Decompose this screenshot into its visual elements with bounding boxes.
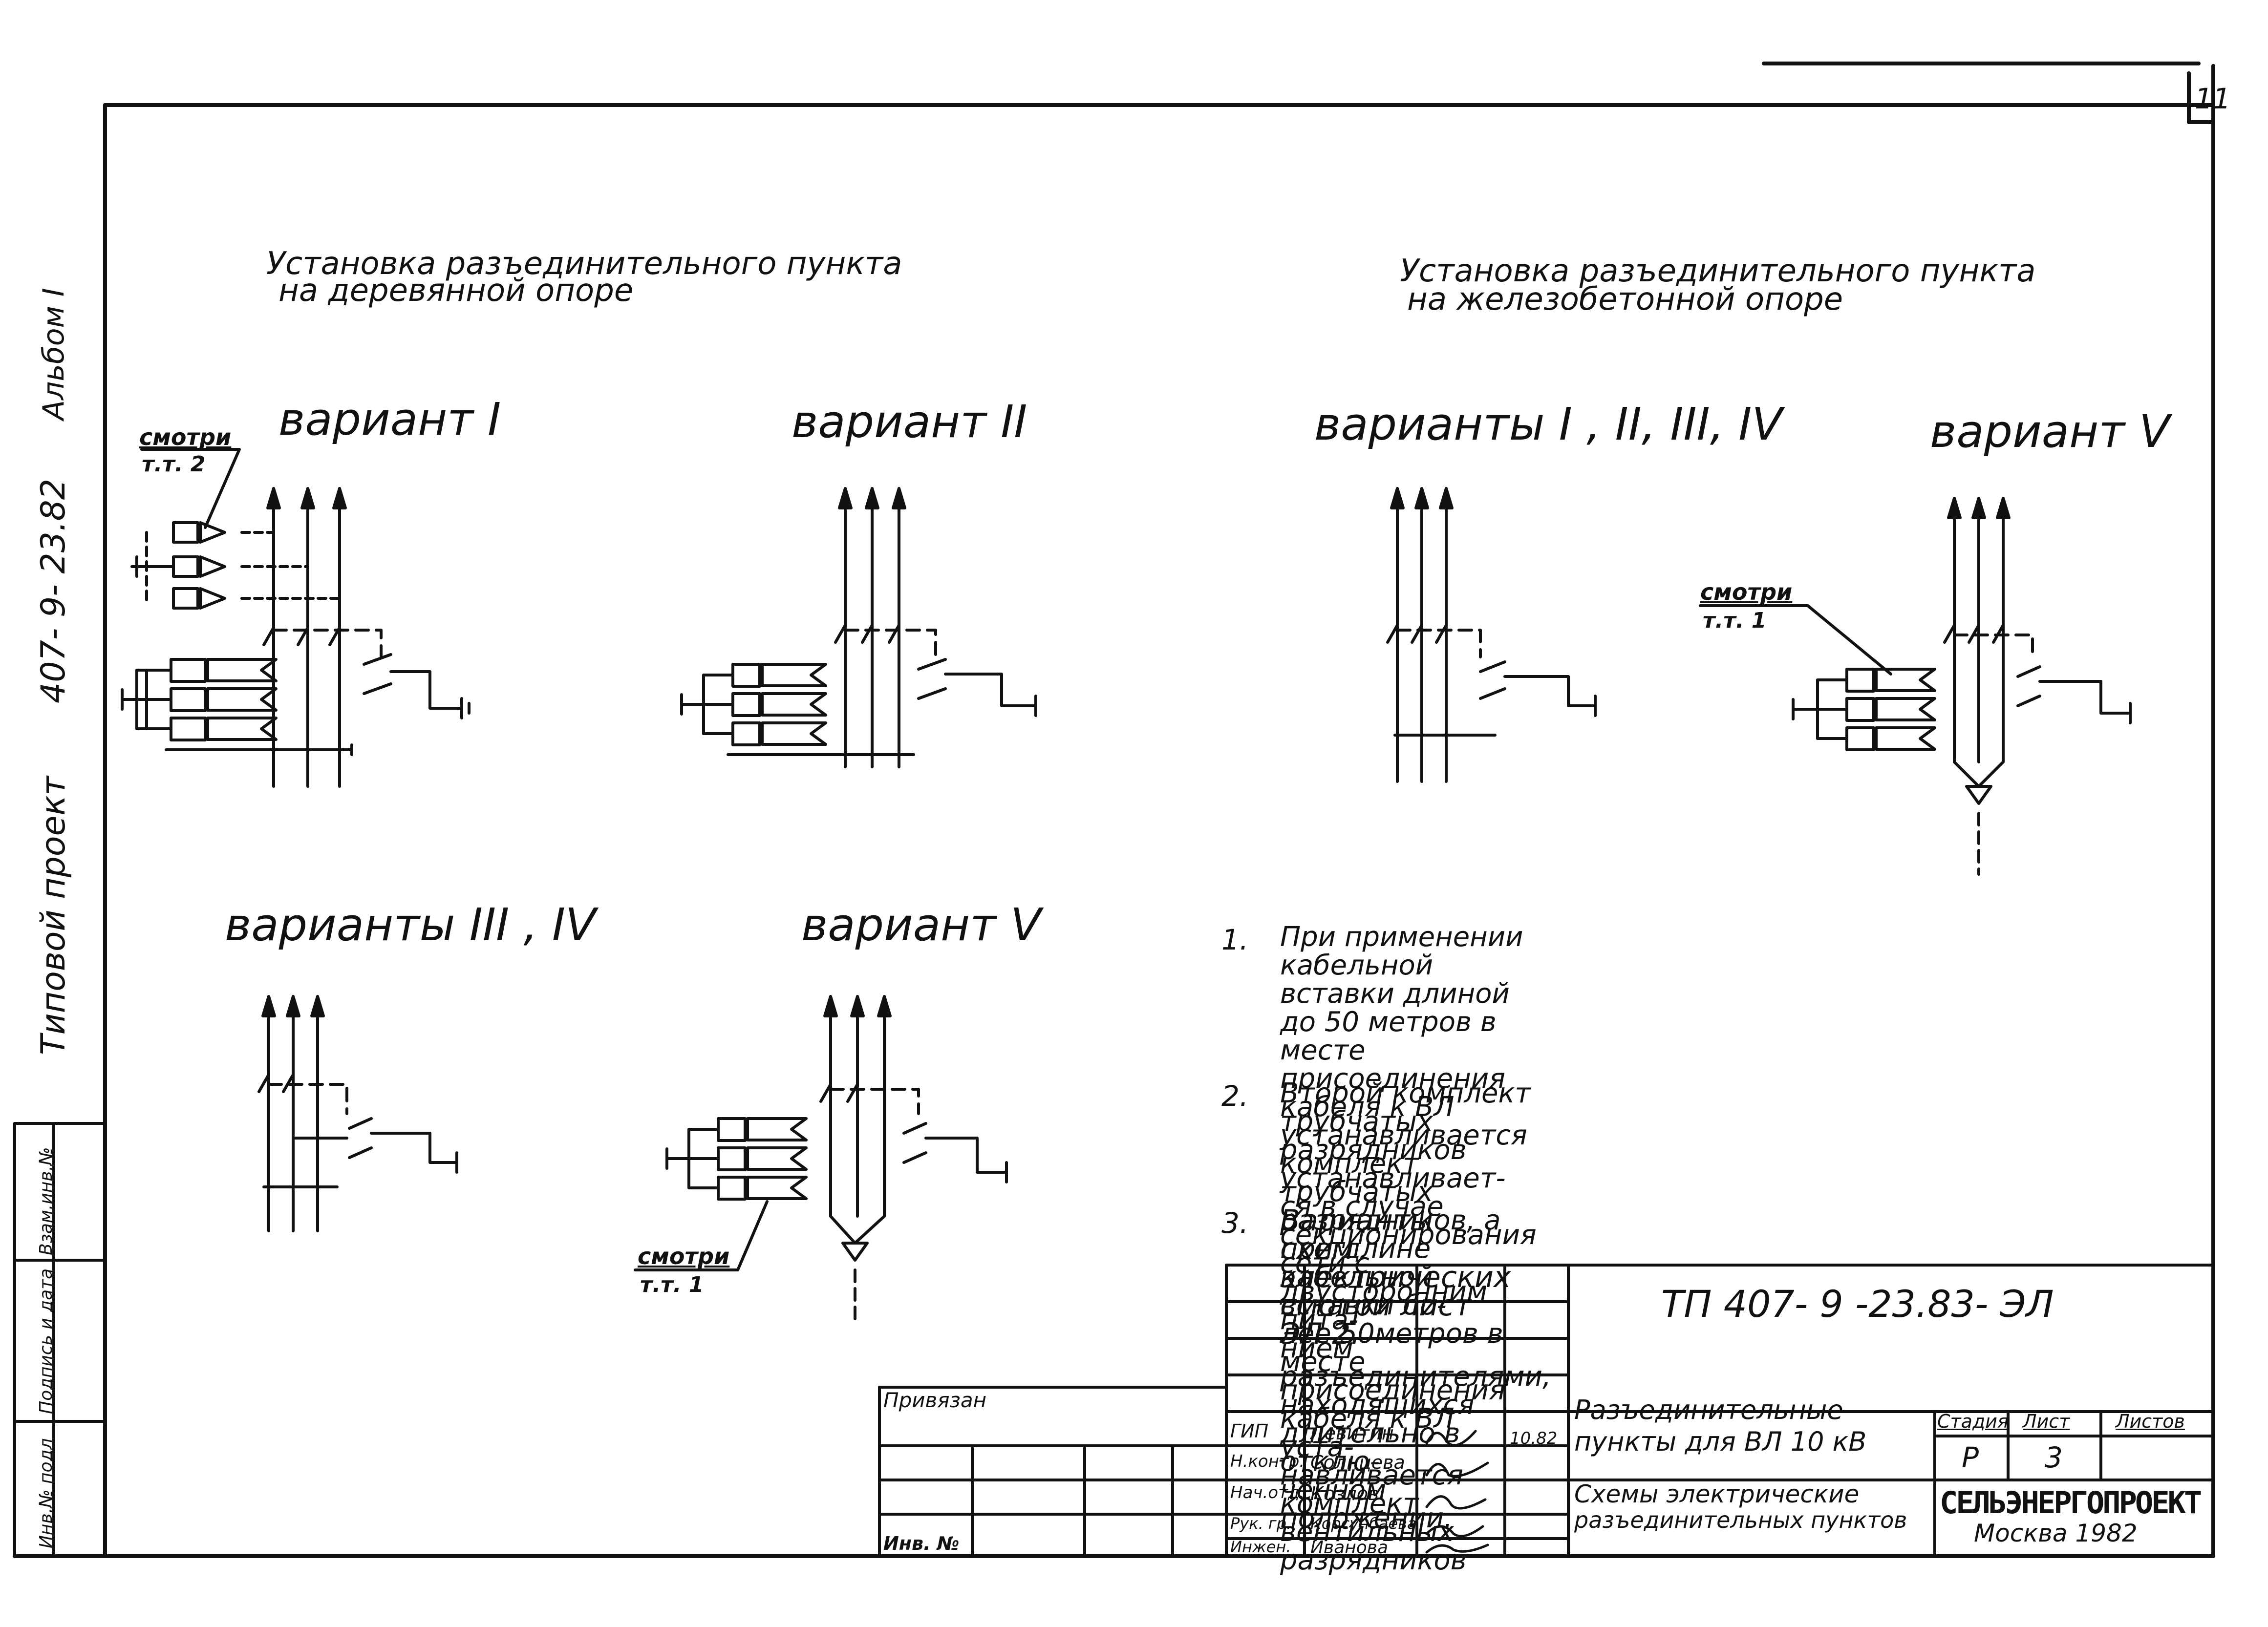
callout-2-line1: смотри xyxy=(638,1243,730,1269)
note-2-number: 2. xyxy=(1221,1079,1249,1113)
right-section-title-1: Установка разъединительного пункта xyxy=(1400,253,2036,289)
note-1-line: При применении кабельной вставки длиной … xyxy=(1280,921,1523,1038)
signature-marks xyxy=(1425,1430,1489,1554)
title-block-sheet-2: разъединительных пунктов xyxy=(1574,1507,1907,1533)
scheme-right-variant-5 xyxy=(1699,497,2132,876)
title-block-name: Корсунбаева xyxy=(1310,1514,1417,1533)
title-block-stage: Р xyxy=(1962,1441,1979,1474)
scheme-variant-3-4 xyxy=(257,995,458,1232)
title-block-privyazan: Привязан xyxy=(883,1388,987,1412)
title-block-organization: СЕЛЬЭНЕРГОПРОЕКТ xyxy=(1940,1485,2202,1521)
callout-3-line2: т.т. 1 xyxy=(1703,608,1767,633)
title-block-sheet-number: 3 xyxy=(2045,1441,2063,1474)
side-stamp-boxes xyxy=(13,1122,107,1558)
scheme-label-variant-1: вариант I xyxy=(278,393,501,445)
title-block-sheets-header: Листов xyxy=(2116,1411,2185,1432)
side-stamp-field-3: Взам.инв.№ xyxy=(36,1147,56,1255)
callout-3-line1: смотри xyxy=(1700,579,1793,605)
note-1-number: 1. xyxy=(1221,923,1249,956)
title-block-name: Левитин xyxy=(1310,1422,1394,1444)
note-2-line: Второй комплект трубчатых разрядников ус… xyxy=(1280,1078,1531,1194)
scheme-variant-2 xyxy=(680,487,1037,768)
scheme-label-right-1-4: варианты I , II, III, IV xyxy=(1314,398,1783,450)
title-block-role: ГИП xyxy=(1230,1420,1269,1442)
side-stamp-project: Типовой проект xyxy=(34,776,73,1055)
left-section-title-2: на деревянной опоре xyxy=(278,273,634,309)
callout-1-line2: т.т. 2 xyxy=(142,452,206,477)
note-1-line: месте присоединения кабеля к ВЛ устанавл… xyxy=(1280,1035,1527,1180)
scheme-label-variant-5: вариант V xyxy=(801,899,1042,951)
title-block-sheet-1: Схемы электрические xyxy=(1574,1480,1860,1508)
title-block-role: Рук. гр. xyxy=(1230,1514,1292,1533)
scheme-label-variant-2: вариант II xyxy=(792,396,1027,448)
note-1-line: навливается комплект вентильных разрядни… xyxy=(1280,1459,1467,1576)
side-stamp-code: 407- 9- 23.82 xyxy=(34,478,73,703)
title-block-doc-code: ТП 407- 9 -23.83- ЭЛ xyxy=(1661,1282,2054,1326)
title-block-role: Нач.отд. xyxy=(1230,1483,1305,1502)
title-block-stage-header: Стадия xyxy=(1937,1411,2009,1432)
right-section-title-2: на железобетонной опоре xyxy=(1407,281,1843,317)
title-block-name: Козлов xyxy=(1310,1483,1379,1504)
title-block-name-1: Разъединительные xyxy=(1574,1395,1843,1425)
title-block-inv: Инв. № xyxy=(883,1533,960,1554)
note-2-line: ченном положении. xyxy=(1280,1474,1453,1534)
note-3-number: 3. xyxy=(1221,1206,1249,1240)
title-block-date: 10.82 xyxy=(1510,1429,1558,1448)
title-block-role: Инжен. xyxy=(1230,1538,1291,1556)
title-block-role: Н.контр. xyxy=(1230,1452,1305,1471)
title-block-sheet-header: Лист xyxy=(2023,1411,2070,1432)
side-stamp-album: Альбом I xyxy=(37,288,71,421)
note-2-line: ся в случае секционирования сети с двуст… xyxy=(1280,1191,1537,1336)
title-block-name: Иванова xyxy=(1310,1538,1389,1558)
callout-2-line2: т.т. 1 xyxy=(640,1272,704,1297)
title-block-name-2: пункты для ВЛ 10 кВ xyxy=(1574,1426,1867,1457)
note-2-line: нием разъединителями, находящихся длител… xyxy=(1280,1332,1551,1478)
scheme-variant-1 xyxy=(121,448,471,788)
left-section-title-1: Установка разъединительного пункта xyxy=(266,246,902,282)
title-block-city-year: Москва 1982 xyxy=(1974,1519,2138,1547)
scheme-right-variants-1-4 xyxy=(1386,487,1597,783)
note-1-line: лее 50метров в месте присоединения кабел… xyxy=(1280,1318,1505,1463)
side-stamp-field-1: Инв.№ подл xyxy=(36,1438,56,1548)
note-1-line: трубчатых разрядников, а при длине кабел… xyxy=(1280,1176,1501,1321)
scheme-label-right-5: вариант V xyxy=(1930,405,2170,458)
scheme-variant-5-left xyxy=(634,995,1008,1320)
note-3-line: Варианты схем электрических смотри лист … xyxy=(1280,1204,1511,1351)
title-block-name: Солнцева xyxy=(1310,1452,1405,1473)
title-block-grid xyxy=(878,1264,2215,1558)
callout-1-line1: смотри xyxy=(139,424,232,450)
sheet-frame xyxy=(13,62,2215,1558)
side-stamp-field-2: Подпись и дата xyxy=(36,1268,56,1414)
sheet-corner-number: 11 xyxy=(2195,82,2231,115)
scheme-label-variant-3-4: варианты III , IV xyxy=(225,899,596,951)
